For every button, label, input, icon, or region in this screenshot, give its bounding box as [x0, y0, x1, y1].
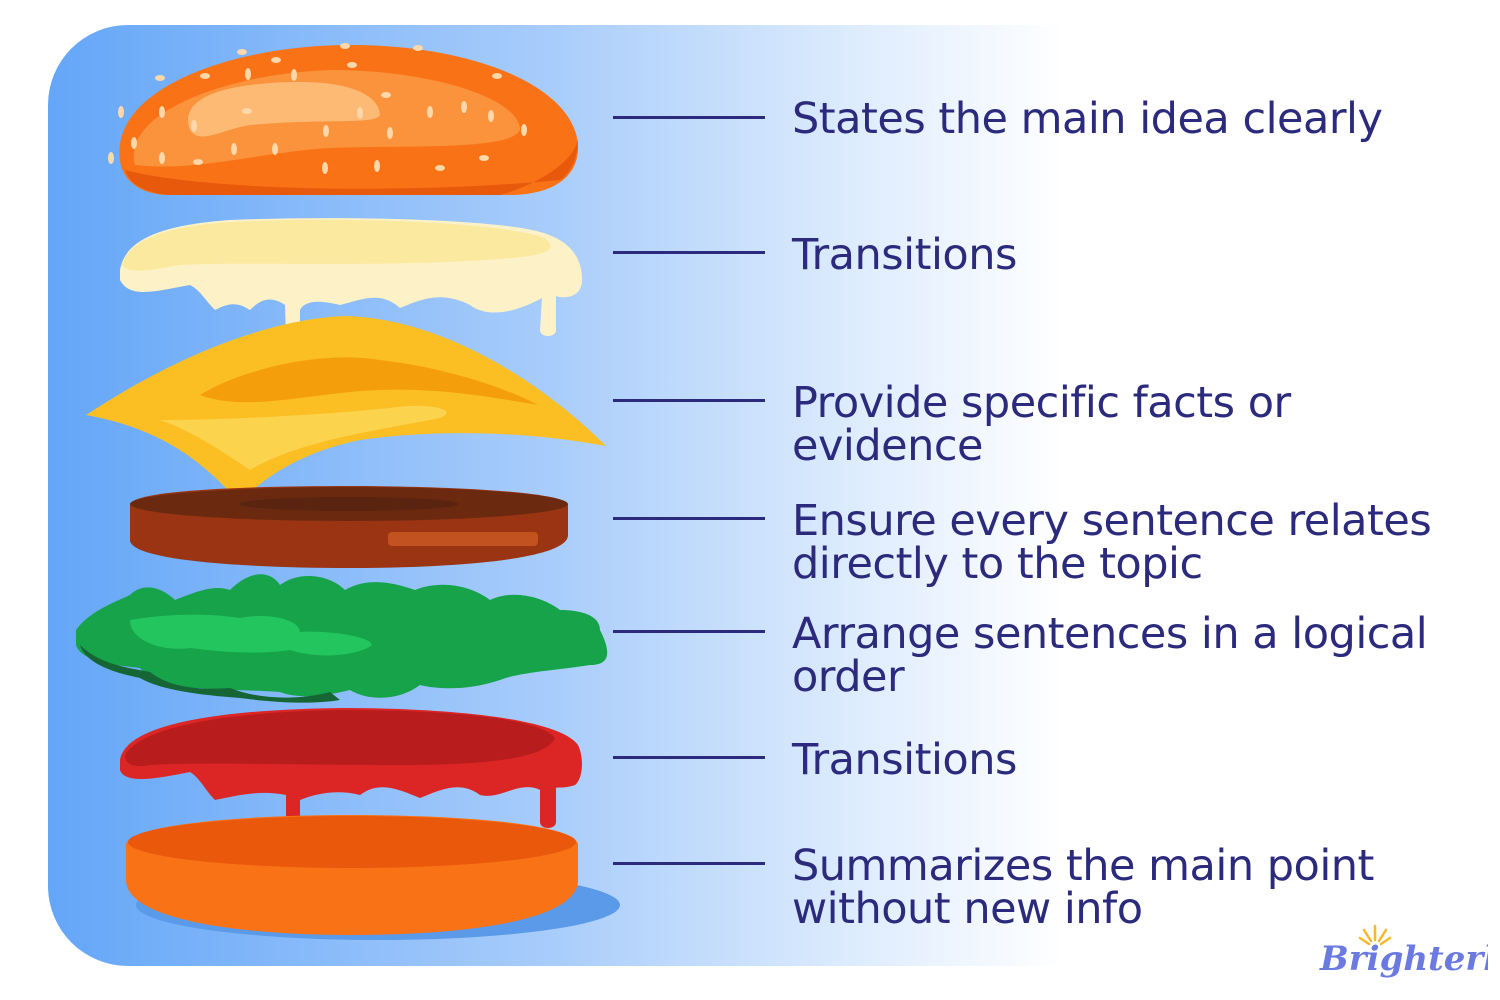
cheese-layer — [86, 316, 606, 503]
sun-icon — [1358, 924, 1392, 946]
label-ketchup: Transitions — [792, 735, 1017, 785]
label-cheese: Provide specific facts or evidence — [792, 378, 1291, 471]
connector-line-4 — [613, 517, 765, 520]
patty-layer — [130, 486, 568, 568]
label-mayo: Transitions — [792, 230, 1017, 280]
lettuce-layer — [76, 574, 608, 703]
label-patty: Ensure every sentence relates directly t… — [792, 496, 1432, 589]
label-bottom-bun: Summarizes the main point without new in… — [792, 841, 1374, 934]
svg-text:Brighterly: Brighterly — [1319, 939, 1488, 979]
connector-line-6 — [613, 756, 765, 759]
mayo-layer — [120, 218, 583, 346]
connector-line-3 — [613, 399, 765, 402]
connector-line-7 — [613, 862, 765, 865]
burger-illustration — [76, 43, 620, 940]
connector-line-1 — [613, 116, 765, 119]
connector-line-5 — [613, 630, 765, 633]
connector-line-2 — [613, 251, 765, 254]
label-top-bun: States the main idea clearly — [792, 94, 1383, 144]
brighterly-logo: Brighterly — [1319, 924, 1488, 979]
bottom-bun — [126, 815, 620, 940]
top-bun — [108, 43, 579, 195]
label-lettuce: Arrange sentences in a logical order — [792, 609, 1428, 702]
ketchup-layer — [120, 708, 582, 834]
